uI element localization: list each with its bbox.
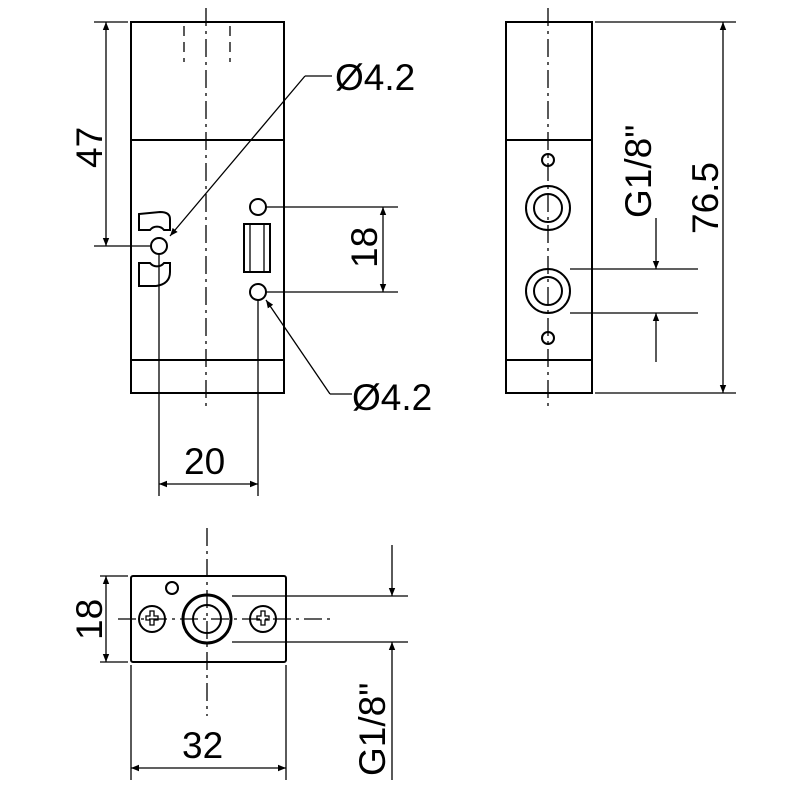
side-port-upper-inner: [533, 193, 563, 223]
dim-front-height: 47: [69, 127, 110, 168]
dim-bottom-port: G1/8": [352, 683, 393, 776]
dim-front-width: 20: [184, 441, 225, 482]
side-body-outline: [505, 21, 593, 394]
side-view: G1/8" 76.5: [505, 8, 736, 408]
dim-bottom-height: 18: [69, 599, 110, 640]
dim-front-hole-spacing: 18: [344, 227, 385, 268]
bottom-screw-left-cross: [145, 610, 159, 626]
bottom-port-inner: [192, 604, 222, 634]
leader-hole-upper: [169, 75, 306, 237]
leader-hole-lower: [265, 299, 331, 395]
bottom-screw-right: [249, 605, 277, 633]
side-port-upper-outer: [525, 185, 571, 231]
front-slot-outline: [243, 223, 271, 273]
side-screw-bottom: [541, 331, 555, 345]
bottom-small-hole: [165, 581, 179, 595]
front-hole-lower-right: [249, 283, 267, 301]
front-view: 47 Ø4.2 Ø4.2 18 20: [69, 8, 432, 496]
bottom-screw-right-cross: [256, 610, 270, 626]
front-left-bracket-upper: [138, 210, 171, 231]
front-hole-upper-right: [249, 198, 267, 216]
side-port-lower-inner: [533, 276, 563, 306]
side-port-lower-outer: [525, 268, 571, 314]
dim-side-height: 76.5: [685, 162, 726, 234]
dim-bottom-width: 32: [182, 725, 223, 766]
bottom-screw-left: [138, 605, 166, 633]
front-hole-upper-left: [150, 237, 168, 255]
bottom-view: 18 32 G1/8": [69, 528, 408, 780]
front-body-outline: [130, 21, 285, 394]
dim-front-hole-lower: Ø4.2: [352, 377, 432, 418]
bottom-port-outer: [181, 593, 233, 645]
dim-front-hole-upper: Ø4.2: [335, 57, 415, 98]
side-screw-top: [541, 153, 555, 167]
dim-side-port: G1/8": [618, 125, 659, 218]
front-left-bracket-lower: [138, 262, 171, 287]
